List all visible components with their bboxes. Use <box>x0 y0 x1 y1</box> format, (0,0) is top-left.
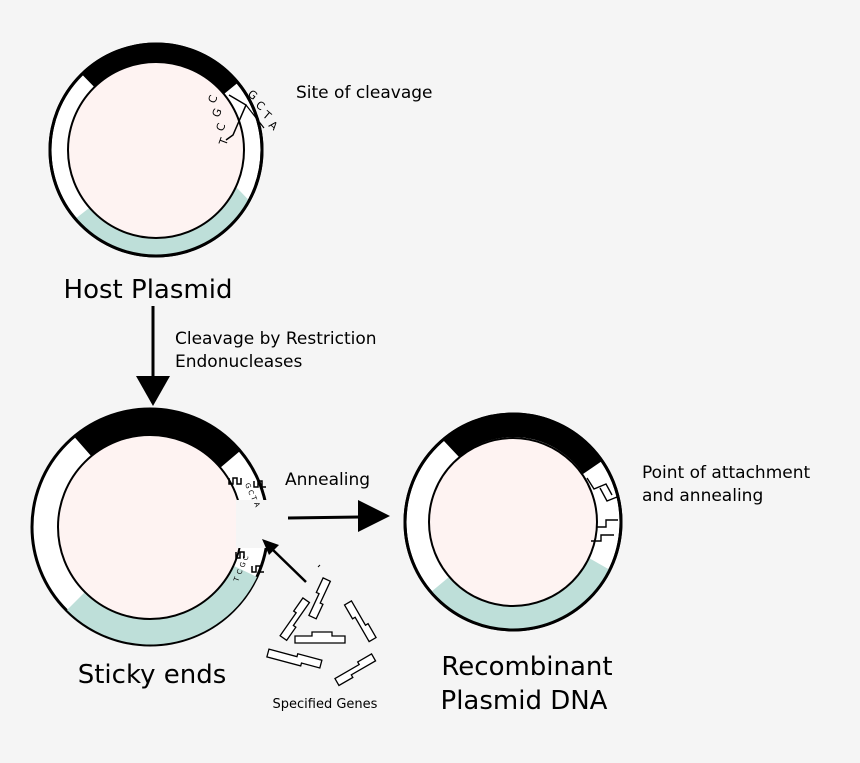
sticky-marker-region <box>67 566 257 645</box>
gene-fragment <box>308 577 332 620</box>
annealing-label: Annealing <box>285 470 370 490</box>
host-marker-region <box>75 184 250 256</box>
seq-bottom-1: T <box>216 136 231 148</box>
gene-fragment <box>279 597 311 642</box>
recombinant-plasmid <box>403 412 623 632</box>
cleavage-label-line1: Cleavage by Restriction <box>175 329 377 349</box>
sticky-bottom-3: G <box>238 561 247 569</box>
seq-top-4: A <box>266 118 280 133</box>
sticky-top-2: C <box>246 489 255 496</box>
recombinant-plasmid-inner <box>428 437 598 607</box>
sticky-end-lower: T C G C <box>232 551 264 584</box>
recombinant-label-line2: Plasmid DNA <box>441 686 608 716</box>
sticky-end-upper: G C T A <box>228 477 266 508</box>
sticky-top-3: T <box>249 494 259 502</box>
seq-bottom-3: G <box>210 107 225 119</box>
annealing-arrow <box>287 500 390 532</box>
attachment-joints <box>586 477 618 542</box>
host-plasmid-inner <box>67 61 245 239</box>
specified-genes-fragments <box>266 564 377 687</box>
sticky-bottom-1: T <box>232 575 242 583</box>
sticky-ends-label: Sticky ends <box>78 660 227 690</box>
gene-insertion-arrow <box>262 539 307 583</box>
gene-fragment <box>343 600 377 643</box>
cleavage-arrow <box>136 306 170 406</box>
seq-bottom-2: C <box>214 121 229 133</box>
specified-genes-label: Specified Genes <box>273 697 378 712</box>
sticky-top-4: A <box>252 501 261 508</box>
sticky-gene-region <box>74 409 240 468</box>
host-plasmid-label: Host Plasmid <box>64 275 233 305</box>
cleavage-gap <box>236 500 276 548</box>
sticky-bottom-2: C <box>235 568 244 575</box>
point-of-attachment-line1: Point of attachment <box>642 463 810 483</box>
sticky-ends-plasmid: G C T A T C G C <box>30 407 276 647</box>
host-gene-region <box>81 44 238 94</box>
gene-fragment <box>334 653 377 687</box>
recombinant-gene-region <box>443 414 602 474</box>
recombinant-label-line1: Recombinant <box>441 652 612 682</box>
host-plasmid: G C T A C G C T <box>48 42 281 258</box>
sticky-top-1: G <box>243 482 252 490</box>
seq-bottom-4: C <box>206 93 221 105</box>
gene-fragment <box>266 648 323 669</box>
cleavage-label-line2: Endonucleases <box>175 352 303 372</box>
recombinant-marker-region <box>431 558 610 631</box>
gene-fragment <box>294 631 346 644</box>
sticky-plasmid-inner <box>57 434 243 620</box>
point-of-attachment-line2: and annealing <box>642 486 763 506</box>
sticky-bottom-4: C <box>241 554 250 561</box>
site-of-cleavage-label: Site of cleavage <box>296 83 433 103</box>
